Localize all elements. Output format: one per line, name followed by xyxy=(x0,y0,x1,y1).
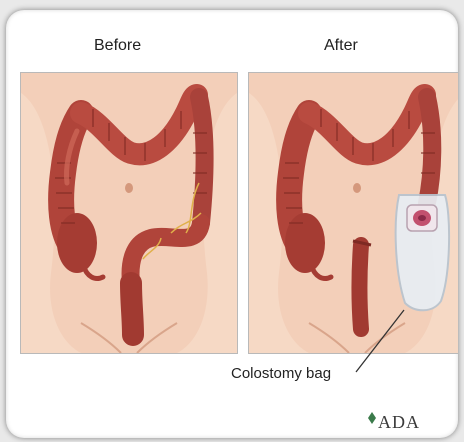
cecum xyxy=(57,213,97,273)
stoma-center xyxy=(418,215,426,221)
figure-card: Before After xyxy=(6,10,458,438)
descending-colon xyxy=(427,97,432,203)
cecum xyxy=(285,213,325,273)
after-label: After xyxy=(324,37,358,55)
colostomy-bag-label: Colostomy bag xyxy=(231,365,331,382)
before-panel xyxy=(20,72,238,354)
navel xyxy=(125,183,133,193)
after-panel xyxy=(248,72,458,354)
before-illustration xyxy=(21,73,237,353)
watermark-text: ADA xyxy=(378,412,420,433)
rectal-stump xyxy=(360,245,362,329)
watermark-logo xyxy=(368,412,376,424)
descending-colon xyxy=(199,97,205,223)
before-label: Before xyxy=(94,37,141,55)
after-illustration xyxy=(249,73,458,353)
navel xyxy=(353,183,361,193)
rectum xyxy=(131,283,133,335)
